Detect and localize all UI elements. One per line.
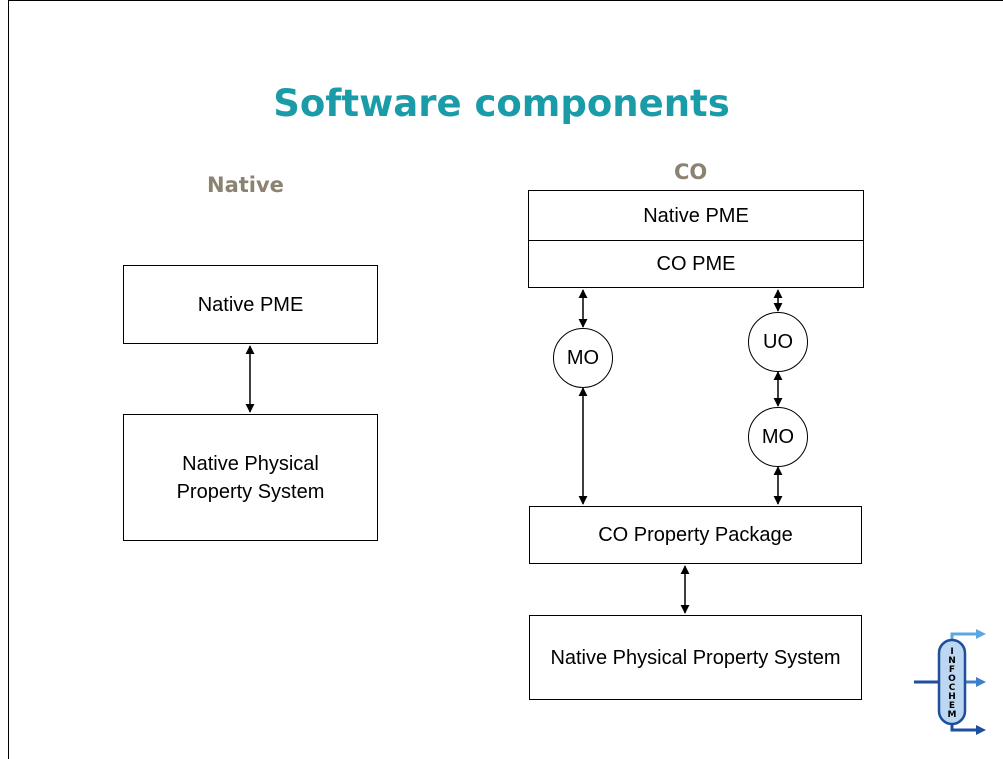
co-property-package-label: CO Property Package — [598, 524, 793, 546]
svg-text:O: O — [948, 674, 956, 684]
slide-border-top — [8, 0, 1003, 1]
native-pme-label: Native PME — [197, 293, 304, 316]
mo-right-label: MO — [761, 425, 795, 448]
svg-text:F: F — [949, 665, 955, 675]
svg-text:H: H — [948, 692, 956, 702]
native-heading: Native — [207, 173, 284, 197]
right-native-pme-box: Native PME — [528, 190, 864, 241]
svg-text:I: I — [950, 647, 953, 657]
co-pme-label: CO PME — [656, 253, 736, 275]
infochem-logo: I N F O C H E M — [914, 629, 986, 735]
slide-border-left — [8, 0, 9, 759]
svg-text:M: M — [948, 710, 957, 720]
right-native-property-system-label: Native Physical Property System — [550, 646, 841, 669]
right-native-pme-label: Native PME — [643, 204, 749, 227]
uo-label: UO — [763, 330, 793, 353]
native-property-system-box: Native Physical Property System — [123, 414, 378, 541]
native-property-system-label: Native Physical Property System — [176, 452, 325, 503]
svg-text:C: C — [949, 683, 956, 693]
native-pme-box: Native PME — [123, 265, 378, 344]
co-heading: CO — [674, 160, 708, 184]
co-property-package-box: CO Property Package — [529, 506, 862, 564]
svg-text:N: N — [948, 656, 956, 666]
uo-circle: UO — [748, 312, 808, 372]
mo-left-label: MO — [566, 346, 600, 369]
right-native-property-system-box: Native Physical Property System — [529, 615, 862, 700]
slide-title: Software components — [273, 82, 730, 125]
mo-right-circle: MO — [748, 407, 808, 467]
logo-column-icon: I N F O C H E M — [914, 629, 986, 735]
co-pme-box: CO PME — [528, 240, 864, 288]
svg-text:E: E — [949, 701, 955, 711]
mo-left-circle: MO — [553, 328, 613, 388]
